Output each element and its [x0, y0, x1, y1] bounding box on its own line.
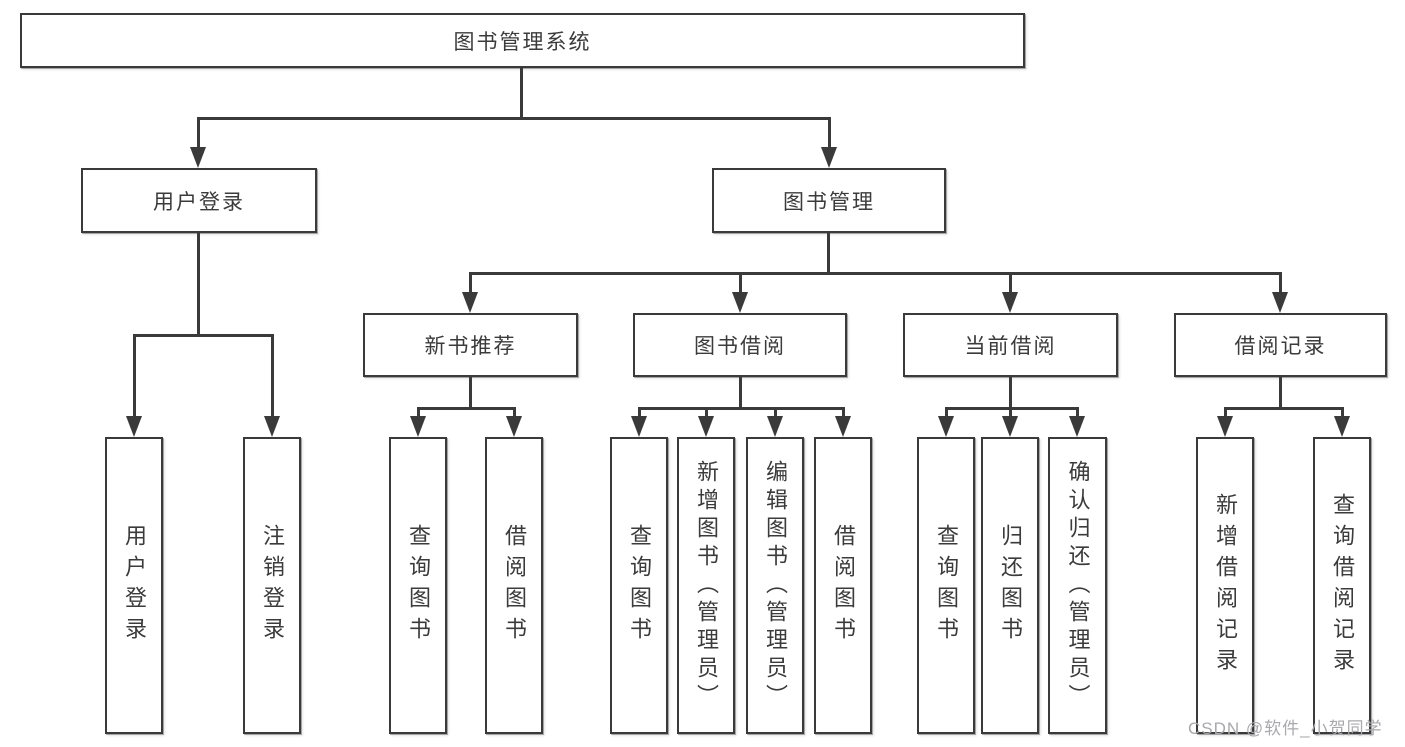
arrow-bb-query-book	[631, 416, 647, 437]
node-root-label: 图书管理系统	[453, 30, 592, 54]
node-cb-return-book: 归还图书	[981, 437, 1039, 734]
node-nbr-query-book: 查询图书	[389, 437, 447, 734]
arrow-br-add-record	[1217, 416, 1233, 437]
connector-nbr-query-shaft	[417, 407, 420, 418]
node-nbr-borrow-book: 借阅图书	[485, 437, 543, 734]
arrow-br-query-record	[1334, 416, 1350, 437]
arrow-bb-borrow-book	[835, 416, 851, 437]
node-book-mgmt: 图书管理	[712, 168, 946, 233]
arrow-borrow-records	[1272, 292, 1288, 313]
node-bb-borrow-book-label: 借阅图书	[831, 523, 856, 648]
arrow-nbr-query-book	[410, 416, 426, 437]
node-book-mgmt-label: 图书管理	[783, 190, 875, 214]
node-current-borrow-label: 当前借阅	[964, 335, 1057, 358]
arrow-cb-query-book	[938, 416, 954, 437]
connector-user-login-shaft	[133, 334, 136, 418]
node-cb-confirm-return: 确认归还（管理员）	[1048, 437, 1107, 734]
node-nbr-query-book-label: 查询图书	[406, 523, 431, 648]
node-user-login-label: 用户登录	[122, 523, 147, 648]
node-borrow-records-label: 借阅记录	[1234, 335, 1327, 358]
arrow-new-book-rec	[462, 292, 478, 313]
node-current-borrow: 当前借阅	[903, 313, 1118, 377]
node-book-borrow: 图书借阅	[633, 313, 847, 377]
connector-br-rail	[1224, 407, 1343, 410]
node-br-query-record-label: 查询借阅记录	[1330, 492, 1355, 679]
connector-user-group-stub	[197, 233, 200, 336]
connector-bb-borrow-shaft	[842, 407, 845, 418]
arrow-bb-add-book	[698, 416, 714, 437]
node-new-book-rec-label: 新书推荐	[424, 335, 517, 358]
connector-book-borrow-shaft	[739, 272, 742, 294]
node-borrow-records: 借阅记录	[1174, 313, 1387, 377]
connector-bb-query-shaft	[638, 407, 641, 418]
node-bb-add-book: 新增图书（管理员）	[677, 437, 735, 734]
arrow-book-borrow	[732, 292, 748, 313]
arrow-nbr-borrow-book	[506, 416, 522, 437]
arrow-cb-confirm-return	[1069, 416, 1085, 437]
node-logout-label: 注销登录	[260, 523, 285, 648]
node-bb-edit-book: 编辑图书（管理员）	[746, 437, 804, 734]
node-new-book-rec: 新书推荐	[363, 313, 578, 377]
connector-root-stub	[520, 66, 523, 120]
connector-book-mgmt-stub	[827, 233, 830, 274]
arrow-user-login-group	[190, 147, 206, 168]
connector-cb-return-shaft	[1009, 407, 1012, 418]
node-root: 图书管理系统	[20, 13, 1025, 68]
connector-cb-stub	[1009, 377, 1012, 409]
arrow-cb-return-book	[1002, 416, 1018, 437]
node-bb-query-book: 查询图书	[610, 437, 668, 734]
arrow-user-login	[126, 416, 142, 437]
connector-user-login-group-shaft	[197, 117, 200, 149]
node-book-borrow-label: 图书借阅	[694, 335, 786, 358]
node-logout: 注销登录	[243, 437, 301, 734]
connector-user-group-rail	[133, 334, 274, 337]
connector-logout-shaft	[271, 334, 274, 418]
connector-bb-stub	[739, 377, 742, 409]
connector-new-book-rec-shaft	[469, 272, 472, 294]
node-user-login-group-label: 用户登录	[153, 190, 245, 214]
arrow-logout	[264, 416, 280, 437]
connector-nbr-rail	[417, 407, 516, 410]
connector-level2-rail	[197, 117, 831, 120]
node-cb-confirm-return-label: 确认归还（管理员）	[1065, 459, 1091, 712]
node-user-login-group: 用户登录	[81, 168, 317, 233]
node-bb-borrow-book: 借阅图书	[814, 437, 872, 734]
connector-cb-rail	[945, 407, 1079, 410]
connector-current-borrow-shaft	[1009, 272, 1012, 294]
connector-br-stub	[1279, 377, 1282, 409]
connector-cb-query-shaft	[945, 407, 948, 418]
arrow-book-mgmt	[821, 147, 837, 168]
arrow-bb-edit-book	[767, 416, 783, 437]
node-bb-add-book-label: 新增图书（管理员）	[694, 459, 719, 712]
connector-cb-confirm-shaft	[1076, 407, 1079, 418]
connector-br-add-shaft	[1224, 407, 1227, 418]
arrow-current-borrow	[1002, 292, 1018, 313]
node-cb-return-book-label: 归还图书	[998, 523, 1023, 648]
node-cb-query-book-label: 查询图书	[934, 523, 959, 648]
connector-bb-edit-shaft	[774, 407, 777, 418]
connector-book-mgmt-shaft	[828, 117, 831, 149]
node-cb-query-book: 查询图书	[917, 437, 975, 734]
connector-nbr-borrow-shaft	[513, 407, 516, 418]
node-bb-edit-book-label: 编辑图书（管理员）	[763, 459, 788, 712]
connector-bb-rail	[638, 407, 845, 410]
node-bb-query-book-label: 查询图书	[627, 523, 652, 648]
node-nbr-borrow-book-label: 借阅图书	[502, 523, 527, 648]
connector-level3-rail	[469, 272, 1282, 275]
connector-borrow-records-shaft	[1279, 272, 1282, 294]
connector-bb-add-shaft	[705, 407, 708, 418]
node-br-query-record: 查询借阅记录	[1313, 437, 1371, 734]
connector-br-query-shaft	[1341, 407, 1344, 418]
watermark-text: CSDN @软件_小贺同学	[1188, 719, 1383, 738]
connector-nbr-stub	[469, 377, 472, 409]
node-br-add-record-label: 新增借阅记录	[1213, 492, 1238, 679]
node-br-add-record: 新增借阅记录	[1196, 437, 1254, 734]
node-user-login: 用户登录	[105, 437, 163, 734]
